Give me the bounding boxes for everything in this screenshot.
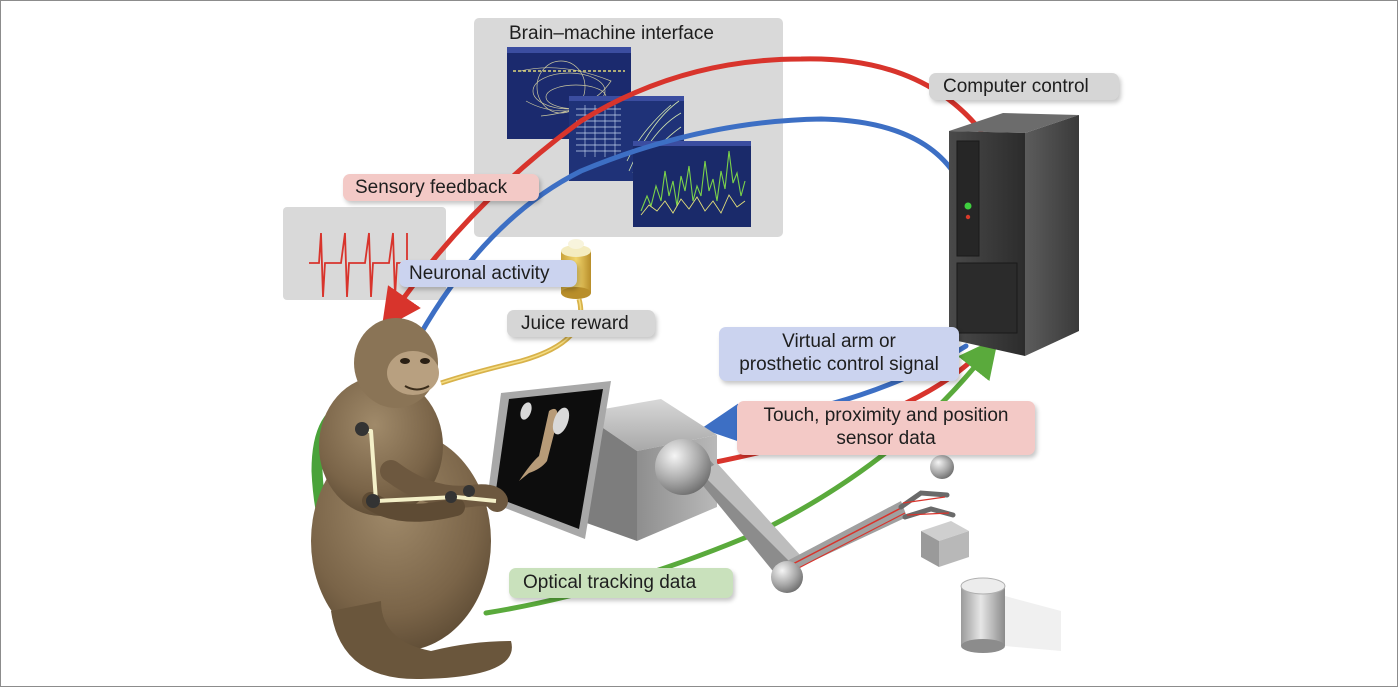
computer-control-label: Computer control [929, 73, 1119, 100]
sensory-feedback-label: Sensory feedback [343, 174, 539, 201]
robotic-arm-icon [655, 439, 969, 593]
sensor-data-line-1: Touch, proximity and position [763, 405, 1009, 426]
cylinder-object-icon [960, 577, 1061, 653]
monitor-icon [487, 381, 611, 539]
control-signal-line-1: Virtual arm or [782, 331, 896, 352]
bmi-label: Brain–machine interface [509, 23, 714, 44]
control-signal-line-2: prosthetic control signal [739, 354, 939, 375]
computer-tower-icon [949, 113, 1079, 356]
sensor-data-line-2: sensor data [836, 428, 936, 449]
neuronal-activity-label: Neuronal activity [399, 260, 577, 287]
juice-reward-label: Juice reward [507, 310, 655, 337]
monkey-icon [311, 318, 512, 680]
neuronal-activity-arrow [408, 116, 959, 354]
optical-tracking-label: Optical tracking data [509, 568, 733, 598]
bmi-screen-3 [633, 141, 751, 227]
control-signal-label: Virtual arm or prosthetic control signal [719, 327, 959, 381]
sensor-data-label: Touch, proximity and position sensor dat… [737, 401, 1035, 455]
sensory-feedback-arrow [381, 56, 984, 330]
